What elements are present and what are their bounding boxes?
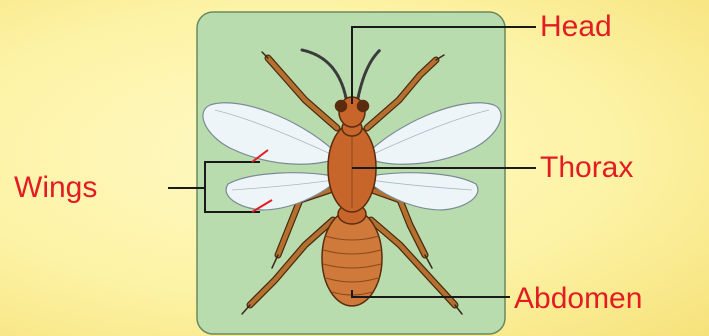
- left-eye: [336, 101, 347, 112]
- head-label: Head: [540, 12, 612, 42]
- abdomen-label: Abdomen: [514, 284, 642, 314]
- thorax-label: Thorax: [540, 153, 633, 183]
- wings-label: Wings: [14, 173, 97, 203]
- right-eye: [358, 101, 369, 112]
